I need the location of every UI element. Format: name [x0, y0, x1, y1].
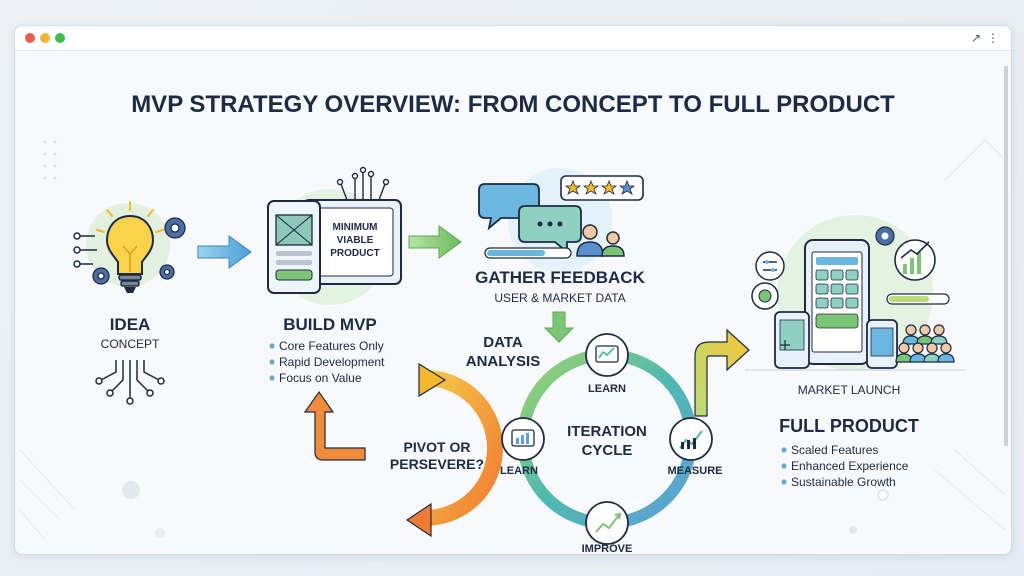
scrollbar[interactable]	[1004, 66, 1008, 446]
lightbulb-icon	[105, 214, 155, 293]
mvp-screen-line2: VIABLE	[337, 235, 374, 246]
build-bullet-3: Focus on Value	[279, 371, 362, 385]
smartphone-large-icon	[804, 239, 870, 365]
gear-icon	[875, 226, 895, 246]
analysis-line2: ANALYSIS	[466, 353, 540, 370]
cycle-improve: IMPROVE	[582, 543, 633, 554]
full-product-stage: MARKET LAUNCH FULL PRODUCT Scaled Featur…	[745, 215, 965, 489]
measure-node	[669, 417, 713, 461]
build-mvp-stage: MINIMUM VIABLE PRODUCT BUILD MVP Core Fe…	[267, 166, 402, 385]
tablet-small-icon	[774, 311, 810, 369]
phone-small-icon	[866, 319, 898, 369]
feedback-subtitle: USER & MARKET DATA	[494, 291, 625, 305]
iteration-cycle: LEARN LEARN MEASURE IMPROVE ITERATION CY…	[500, 333, 723, 554]
cycle-center-line2: CYCLE	[582, 442, 633, 459]
learn-left-node	[501, 417, 545, 461]
market-launch-label: MARKET LAUNCH	[798, 383, 900, 397]
menu-icon[interactable]: ⋮	[987, 31, 999, 45]
full-bullet-2: Enhanced Experience	[791, 459, 909, 473]
pivot-line1: PIVOT OR	[404, 439, 471, 455]
mvp-screen-line3: PRODUCT	[330, 248, 379, 259]
feedback-title: GATHER FEEDBACK	[475, 268, 645, 287]
audience-icon	[895, 324, 955, 363]
full-bullet-1: Scaled Features	[791, 443, 878, 457]
chat-bubble-icon	[478, 183, 582, 254]
title-bar: ↗ ⋮	[15, 26, 1011, 51]
close-dot[interactable]	[25, 33, 35, 43]
rating-stars-icon	[560, 175, 644, 201]
arrow-build-to-feedback	[408, 225, 462, 259]
maximize-dot[interactable]	[55, 33, 65, 43]
tablet-icon	[302, 199, 402, 285]
feedback-stage: GATHER FEEDBACK USER & MARKET DATA	[475, 168, 646, 305]
build-bullet-1: Core Features Only	[279, 339, 384, 353]
cycle-measure: MEASURE	[667, 465, 722, 477]
phone-icon	[267, 200, 321, 294]
antenna-icon	[336, 166, 390, 201]
growth-chart-icon	[894, 239, 936, 281]
learn-top-node	[585, 333, 629, 377]
circuit-icon	[73, 232, 165, 405]
analysis-line1: DATA	[483, 334, 523, 351]
arrow-cycle-to-launch	[694, 328, 750, 417]
settings-icon	[755, 251, 785, 281]
arrow-pivot-to-build	[303, 390, 366, 461]
cycle-center-line1: ITERATION	[567, 423, 647, 440]
users-icon	[576, 224, 625, 257]
pivot-loop: PIVOT OR PERSEVERE?	[390, 362, 503, 538]
browser-window: ↗ ⋮	[14, 25, 1012, 555]
arrow-idea-to-build	[197, 235, 252, 269]
idea-subtitle: CONCEPT	[101, 337, 160, 351]
expand-icon[interactable]: ↗	[970, 31, 981, 45]
improve-node	[585, 501, 629, 545]
mvp-screen-line1: MINIMUM	[333, 222, 378, 233]
pivot-line2: PERSEVERE?	[390, 456, 484, 472]
full-product-title: FULL PRODUCT	[779, 416, 919, 436]
cycle-learn-left: LEARN	[500, 465, 538, 477]
mvp-strategy-diagram: MVP STRATEGY OVERVIEW: FROM CONCEPT TO F…	[19, 91, 1006, 554]
idea-stage: IDEA CONCEPT	[73, 201, 186, 405]
idea-title: IDEA	[110, 315, 151, 334]
build-title: BUILD MVP	[283, 315, 377, 334]
full-bullet-3: Sustainable Growth	[791, 475, 896, 489]
gear-badge-icon	[751, 282, 779, 310]
cycle-learn-top: LEARN	[588, 383, 626, 395]
minimize-dot[interactable]	[40, 33, 50, 43]
page-title: MVP STRATEGY OVERVIEW: FROM CONCEPT TO F…	[131, 91, 895, 118]
build-bullet-2: Rapid Development	[279, 355, 385, 369]
arrow-feedback-to-analysis	[543, 311, 575, 343]
background-decoration	[19, 138, 1006, 541]
gear-icon	[92, 217, 186, 285]
sparkle-icon	[780, 340, 790, 350]
